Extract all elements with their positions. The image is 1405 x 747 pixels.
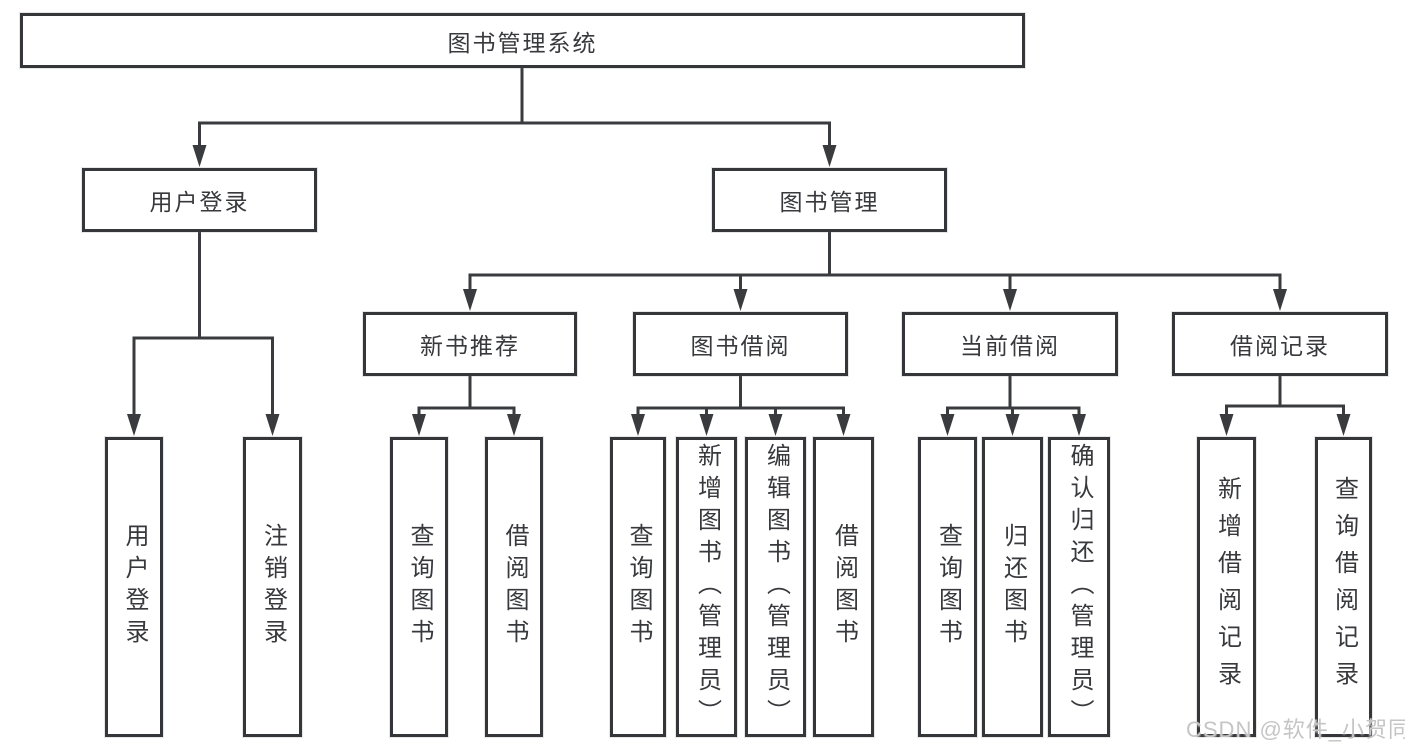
leaf-add-borrow-record: 新增借阅记录 <box>1197 437 1256 737</box>
leaf-add-book-admin: 新增图书（管理员） <box>676 437 737 737</box>
leaf-query-books: 查询图书 <box>610 437 666 737</box>
leaf-borrow-books: 借阅图书 <box>813 437 874 737</box>
csdn-watermark: CSDN @软件_小贺同学 <box>1186 717 1405 742</box>
node-book-borrowing: 图书借阅 <box>633 312 848 376</box>
leaf-logout: 注销登录 <box>243 437 302 737</box>
node-new-book-recommendation: 新书推荐 <box>363 312 577 376</box>
leaf-confirm-return-admin: 确认归还（管理员） <box>1048 437 1110 737</box>
node-library-management-system: 图书管理系统 <box>20 13 1025 68</box>
leaf-return-book: 归还图书 <box>982 437 1043 737</box>
node-borrowing-records: 借阅记录 <box>1172 312 1388 376</box>
leaf-user-login: 用户登录 <box>105 437 163 737</box>
leaf-query-books: 查询图书 <box>918 437 977 737</box>
leaf-borrow-books: 借阅图书 <box>485 437 543 737</box>
node-current-borrowing: 当前借阅 <box>902 312 1118 376</box>
leaf-query-books: 查询图书 <box>390 437 448 737</box>
node-user-login-module: 用户登录 <box>82 168 317 232</box>
leaf-query-borrow-record: 查询借阅记录 <box>1315 437 1372 737</box>
node-book-management-module: 图书管理 <box>712 168 947 232</box>
leaf-edit-book-admin: 编辑图书（管理员） <box>745 437 806 737</box>
